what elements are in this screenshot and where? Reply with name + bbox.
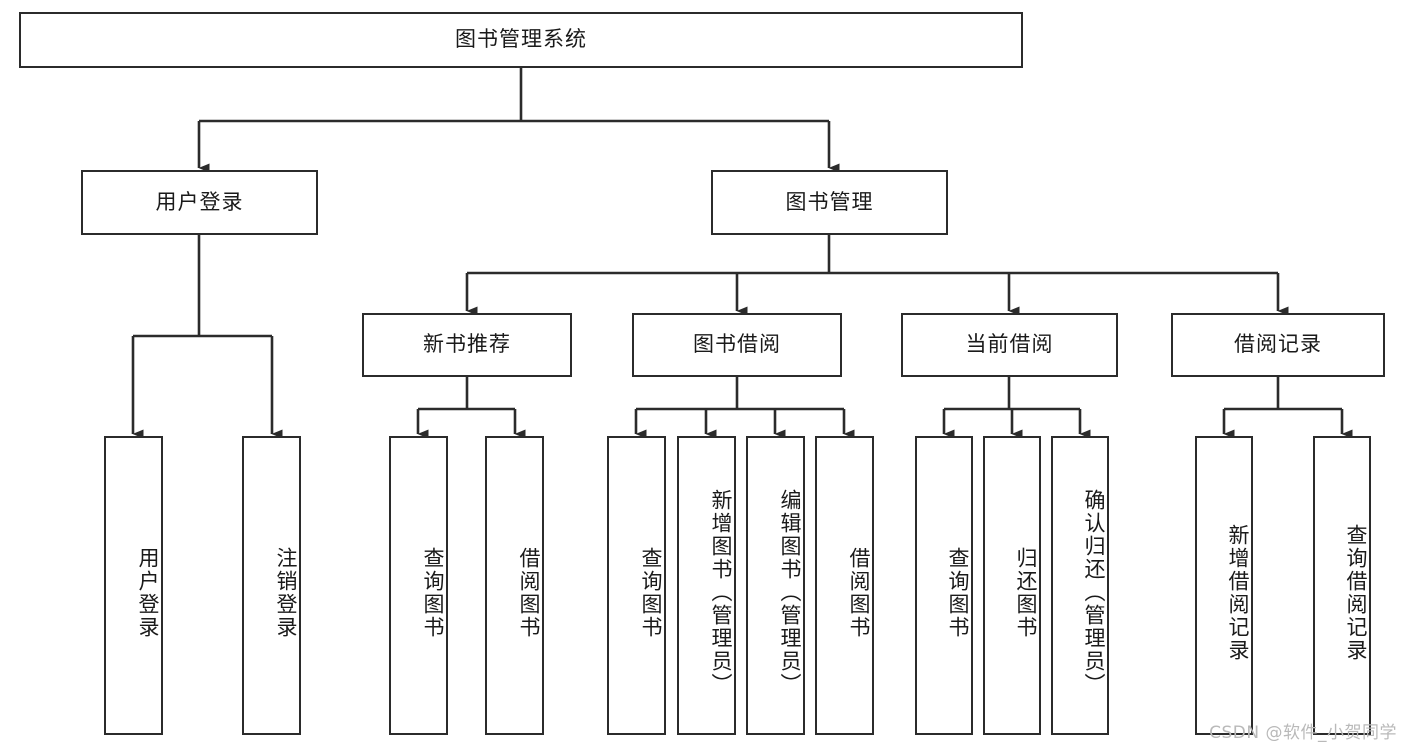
- node-label: 编辑图书（管理员）: [778, 489, 802, 696]
- leaf-add-borrow-record[interactable]: 新增借阅记录: [1195, 436, 1253, 735]
- node-label: 当前借阅: [965, 332, 1054, 357]
- leaf-return-book[interactable]: 归还图书: [983, 436, 1041, 735]
- node-label: 图书借阅: [693, 332, 781, 357]
- node-label: 借阅图书: [517, 546, 541, 639]
- leaf-query-book-borrow[interactable]: 查询图书: [607, 436, 666, 735]
- node-user-login[interactable]: 用户登录: [81, 170, 318, 235]
- leaf-user-login[interactable]: 用户登录: [104, 436, 163, 735]
- node-label: 新书推荐: [423, 332, 511, 357]
- watermark-csdn: CSDN @软件_小贺同学: [1209, 723, 1397, 743]
- node-label: 借阅记录: [1234, 332, 1322, 357]
- leaf-query-book-recommend[interactable]: 查询图书: [389, 436, 448, 735]
- node-label: 查询借阅记录: [1344, 523, 1368, 662]
- leaf-borrow-book[interactable]: 借阅图书: [815, 436, 874, 735]
- node-label: 用户登录: [155, 189, 244, 214]
- node-label: 确认归还（管理员）: [1082, 489, 1106, 696]
- node-label: 借阅图书: [847, 546, 871, 639]
- node-label: 新增借阅记录: [1226, 523, 1250, 662]
- node-book-management[interactable]: 图书管理: [711, 170, 948, 235]
- node-book-borrow[interactable]: 图书借阅: [632, 313, 842, 377]
- leaf-logout[interactable]: 注销登录: [242, 436, 301, 735]
- leaf-edit-book-admin[interactable]: 编辑图书（管理员）: [746, 436, 805, 735]
- node-borrow-record[interactable]: 借阅记录: [1171, 313, 1385, 377]
- node-label: 注销登录: [274, 546, 298, 639]
- leaf-query-book-current[interactable]: 查询图书: [915, 436, 973, 735]
- node-label: 用户登录: [136, 546, 160, 639]
- node-label: 归还图书: [1014, 546, 1038, 639]
- node-label: 图书管理: [785, 189, 874, 214]
- node-label: 图书管理系统: [455, 27, 587, 52]
- node-label: 新增图书（管理员）: [709, 489, 733, 696]
- leaf-borrow-book-recommend[interactable]: 借阅图书: [485, 436, 544, 735]
- leaf-confirm-return-admin[interactable]: 确认归还（管理员）: [1051, 436, 1109, 735]
- node-root-book-management-system[interactable]: 图书管理系统: [19, 12, 1023, 68]
- node-new-book-recommend[interactable]: 新书推荐: [362, 313, 572, 377]
- node-label: 查询图书: [421, 546, 445, 639]
- leaf-query-borrow-record[interactable]: 查询借阅记录: [1313, 436, 1371, 735]
- leaf-add-book-admin[interactable]: 新增图书（管理员）: [677, 436, 736, 735]
- node-label: 查询图书: [639, 546, 663, 639]
- node-label: 查询图书: [946, 546, 970, 639]
- node-current-borrow[interactable]: 当前借阅: [901, 313, 1118, 377]
